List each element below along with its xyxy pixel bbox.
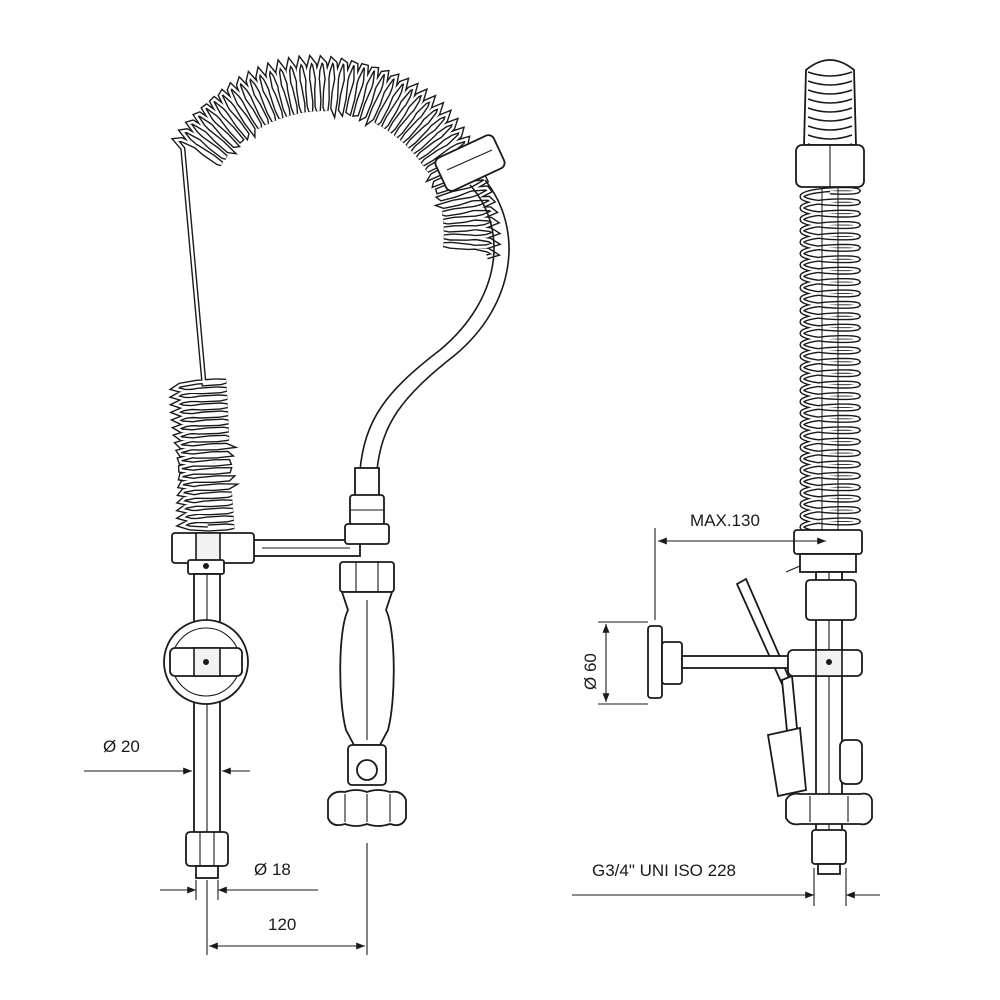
valve-knob-icon: [356, 759, 378, 781]
upper-collar-band: [195, 532, 221, 564]
head-ring: [807, 71, 853, 77]
hose-outer: [359, 184, 495, 471]
dim-diameter-18: Ø 18: [254, 860, 291, 879]
front-view: [163, 53, 510, 879]
side-collar-tab: [785, 565, 801, 573]
side-clamp-screw-icon: [826, 659, 832, 665]
hose-inner: [376, 179, 510, 471]
dim-diameter-20: Ø 20: [103, 737, 140, 756]
side-valve-upper: [805, 579, 857, 621]
side-collar-ring: [799, 553, 857, 573]
valve-top-nut: [344, 523, 390, 545]
head-ring: [807, 80, 853, 86]
side-dimensions: MAX.130 Ø 60 G3/4" UNI ISO 228: [572, 511, 880, 906]
side-bottom-nut: [811, 829, 847, 865]
riser-stub: [195, 865, 219, 879]
side-coil-spring: [799, 186, 862, 537]
side-coil-fill: [800, 188, 860, 536]
head-ring: [807, 134, 853, 140]
side-wall-plate: [647, 625, 663, 699]
head-ring: [807, 89, 853, 95]
head-ring: [807, 98, 853, 104]
dim-thread-spec: G3/4" UNI ISO 228: [592, 861, 736, 880]
collar-screw-icon: [203, 563, 209, 569]
side-stub: [817, 863, 841, 875]
side-bracket-arm: [681, 655, 793, 669]
collar-line: [446, 149, 493, 171]
head-ring: [807, 116, 853, 122]
side-view: [647, 59, 873, 875]
valve-union: [339, 561, 395, 593]
lever-body: [766, 726, 807, 798]
side-valve-knob: [839, 739, 863, 785]
spray-head-rings: [807, 71, 853, 149]
dim-max-130: MAX.130: [690, 511, 760, 530]
dim-width-120: 120: [268, 915, 296, 934]
side-handwheel: [785, 792, 873, 826]
riser-bottom-nut: [185, 831, 229, 867]
spring-end-collar: [434, 134, 506, 192]
coil-wire-outline: [168, 53, 502, 532]
side-upper-collar: [793, 529, 863, 555]
bracket-screw-icon: [203, 659, 209, 665]
head-ring: [807, 125, 853, 131]
front-dimensions: Ø 20 Ø 18 120: [84, 737, 368, 955]
coil-spring: [168, 53, 502, 532]
side-wall-boss: [661, 641, 683, 685]
head-ring: [807, 107, 853, 113]
hose-connector: [354, 467, 380, 497]
dim-diameter-60: Ø 60: [581, 653, 600, 690]
